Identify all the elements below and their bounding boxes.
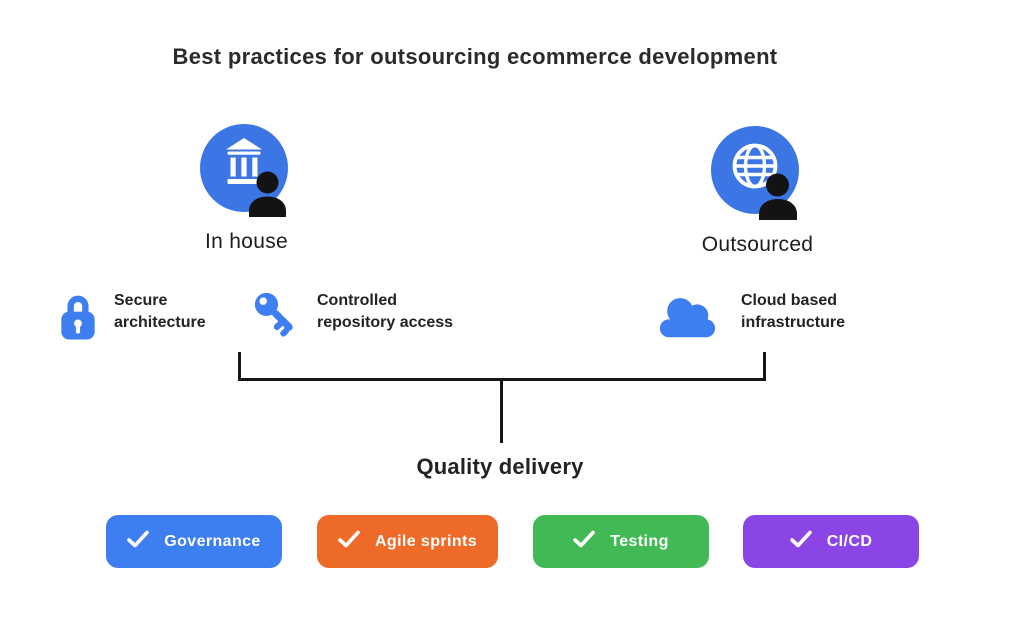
- page-title: Best practices for outsourcing ecommerce…: [172, 44, 778, 69]
- feature-secure-architecture: Secure architecture: [114, 290, 206, 334]
- feature-line: repository access: [317, 314, 454, 331]
- badge-governance: Governance: [106, 515, 282, 568]
- check-icon: [789, 530, 812, 553]
- feature-line: Controlled: [317, 292, 397, 309]
- globe-person-icon: [711, 126, 806, 226]
- badge-label: CI/CD: [826, 532, 873, 550]
- bank-person-icon: [200, 124, 295, 224]
- badge-label: Agile sprints: [374, 532, 478, 550]
- feature-line: infrastructure: [741, 314, 846, 331]
- check-icon: [573, 530, 596, 553]
- outcome-label: Quality delivery: [416, 454, 584, 479]
- badge-label: Testing: [610, 532, 669, 550]
- feature-cloud-based-infrastructure: Cloud based infrastructure: [741, 290, 845, 334]
- check-icon: [338, 530, 360, 553]
- feature-line: architecture: [114, 314, 206, 331]
- group-label-in-house: In house: [205, 230, 288, 253]
- cloud-icon: [656, 293, 718, 343]
- connector-left-drop: [238, 352, 241, 381]
- key-icon: [251, 290, 305, 347]
- connector-right-drop: [763, 352, 766, 381]
- lock-icon: [58, 291, 98, 347]
- badge-testing: Testing: [533, 515, 709, 568]
- feature-line: Secure: [114, 292, 168, 309]
- badge-agile-sprints: Agile sprints: [317, 515, 498, 568]
- group-label-outsourced: Outsourced: [701, 233, 814, 256]
- connector-center-stem: [500, 381, 503, 443]
- connector-horizontal-bar: [238, 378, 766, 381]
- badge-cicd: CI/CD: [743, 515, 919, 568]
- feature-line: Cloud based: [741, 292, 838, 309]
- check-icon: [127, 530, 150, 553]
- badge-label: Governance: [164, 532, 261, 550]
- feature-controlled-repository-access: Controlled repository access: [317, 290, 453, 334]
